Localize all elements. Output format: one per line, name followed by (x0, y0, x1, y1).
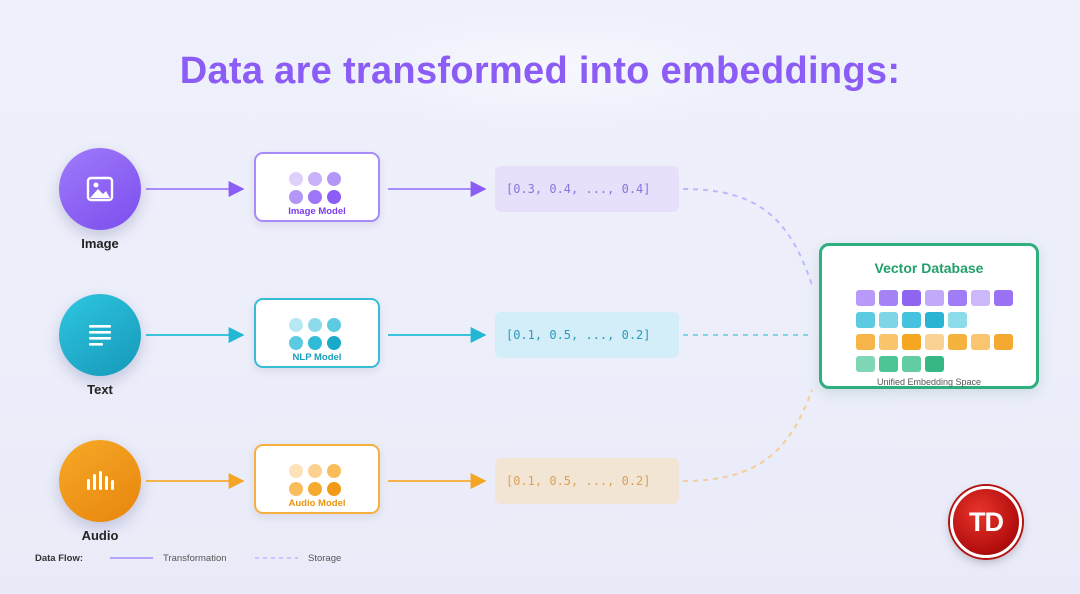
embedding-cell (856, 312, 875, 328)
text-source-node (59, 294, 141, 376)
page-title: Data are transformed into embeddings: (179, 50, 901, 92)
embedding-cell (971, 334, 990, 350)
embedding-cell (879, 312, 898, 328)
model-dot (289, 464, 303, 478)
model-dot (308, 172, 322, 186)
audio-source-node (59, 440, 141, 522)
audio-bars-icon (87, 471, 114, 490)
embedding-cell (879, 290, 898, 306)
nlp-model-box: NLP Model (254, 298, 380, 368)
embedding-cell (925, 312, 944, 328)
embedding-cell (902, 312, 921, 328)
model-dot (308, 464, 322, 478)
legend-transformation-label: Transformation (163, 553, 227, 564)
audio-model-label: Audio Model (288, 498, 346, 509)
model-dot (327, 482, 341, 496)
model-dot (308, 336, 322, 350)
audio-source-label: Audio (81, 528, 119, 543)
embedding-cell (902, 356, 921, 372)
image-icon (86, 176, 114, 202)
vector-database-title: Vector Database (874, 260, 984, 276)
embedding-cell (948, 334, 967, 350)
image-storage-path (682, 188, 813, 286)
audio-model-box: Audio Model (254, 444, 380, 514)
legend-heading: Data Flow: (35, 553, 84, 564)
model-dot (289, 482, 303, 496)
image-source-label: Image (81, 236, 119, 251)
model-dot (289, 172, 303, 186)
embedding-cell (925, 290, 944, 306)
image-model-box: Image Model (254, 152, 380, 222)
embedding-cell (948, 312, 967, 328)
text-vector-box: [0.1, 0.5, ..., 0.2] (495, 312, 679, 358)
model-dot (289, 190, 303, 204)
image-vector-box: [0.3, 0.4, ..., 0.4] (495, 166, 679, 212)
embedding-cell (856, 356, 875, 372)
model-dot (327, 318, 341, 332)
model-dot (327, 464, 341, 478)
embedding-cell (925, 356, 944, 372)
text-source-label: Text (87, 382, 113, 397)
title-glow (330, 8, 780, 128)
model-dot (327, 190, 341, 204)
audio-storage-path (682, 389, 813, 482)
embedding-cell (925, 334, 944, 350)
model-dot (289, 318, 303, 332)
embedding-cell (902, 290, 921, 306)
model-dot (308, 318, 322, 332)
model-dot (308, 482, 322, 496)
embedding-cell (879, 356, 898, 372)
legend-storage-label: Storage (308, 553, 342, 564)
vector-database-subtitle: Unified Embedding Space (876, 377, 982, 387)
image-model-label: Image Model (288, 206, 346, 217)
audio-vector-box: [0.1, 0.5, ..., 0.2] (495, 458, 679, 504)
embedding-cell (856, 334, 875, 350)
image-source-node (59, 148, 141, 230)
embedding-cell (948, 290, 967, 306)
embedding-cell (879, 334, 898, 350)
embedding-cell (856, 290, 875, 306)
vector-database: Vector Database Unified Embedding Space (819, 243, 1039, 389)
embedding-cell (994, 290, 1013, 306)
model-dot (289, 336, 303, 350)
text-lines-icon (89, 325, 111, 346)
embedding-cell (971, 290, 990, 306)
nlp-model-label: NLP Model (292, 352, 342, 363)
model-dot (327, 172, 341, 186)
model-dot (308, 190, 322, 204)
embedding-cell (994, 334, 1013, 350)
td-logo-badge: TD (950, 486, 1022, 558)
embedding-cell (902, 334, 921, 350)
model-dot (327, 336, 341, 350)
